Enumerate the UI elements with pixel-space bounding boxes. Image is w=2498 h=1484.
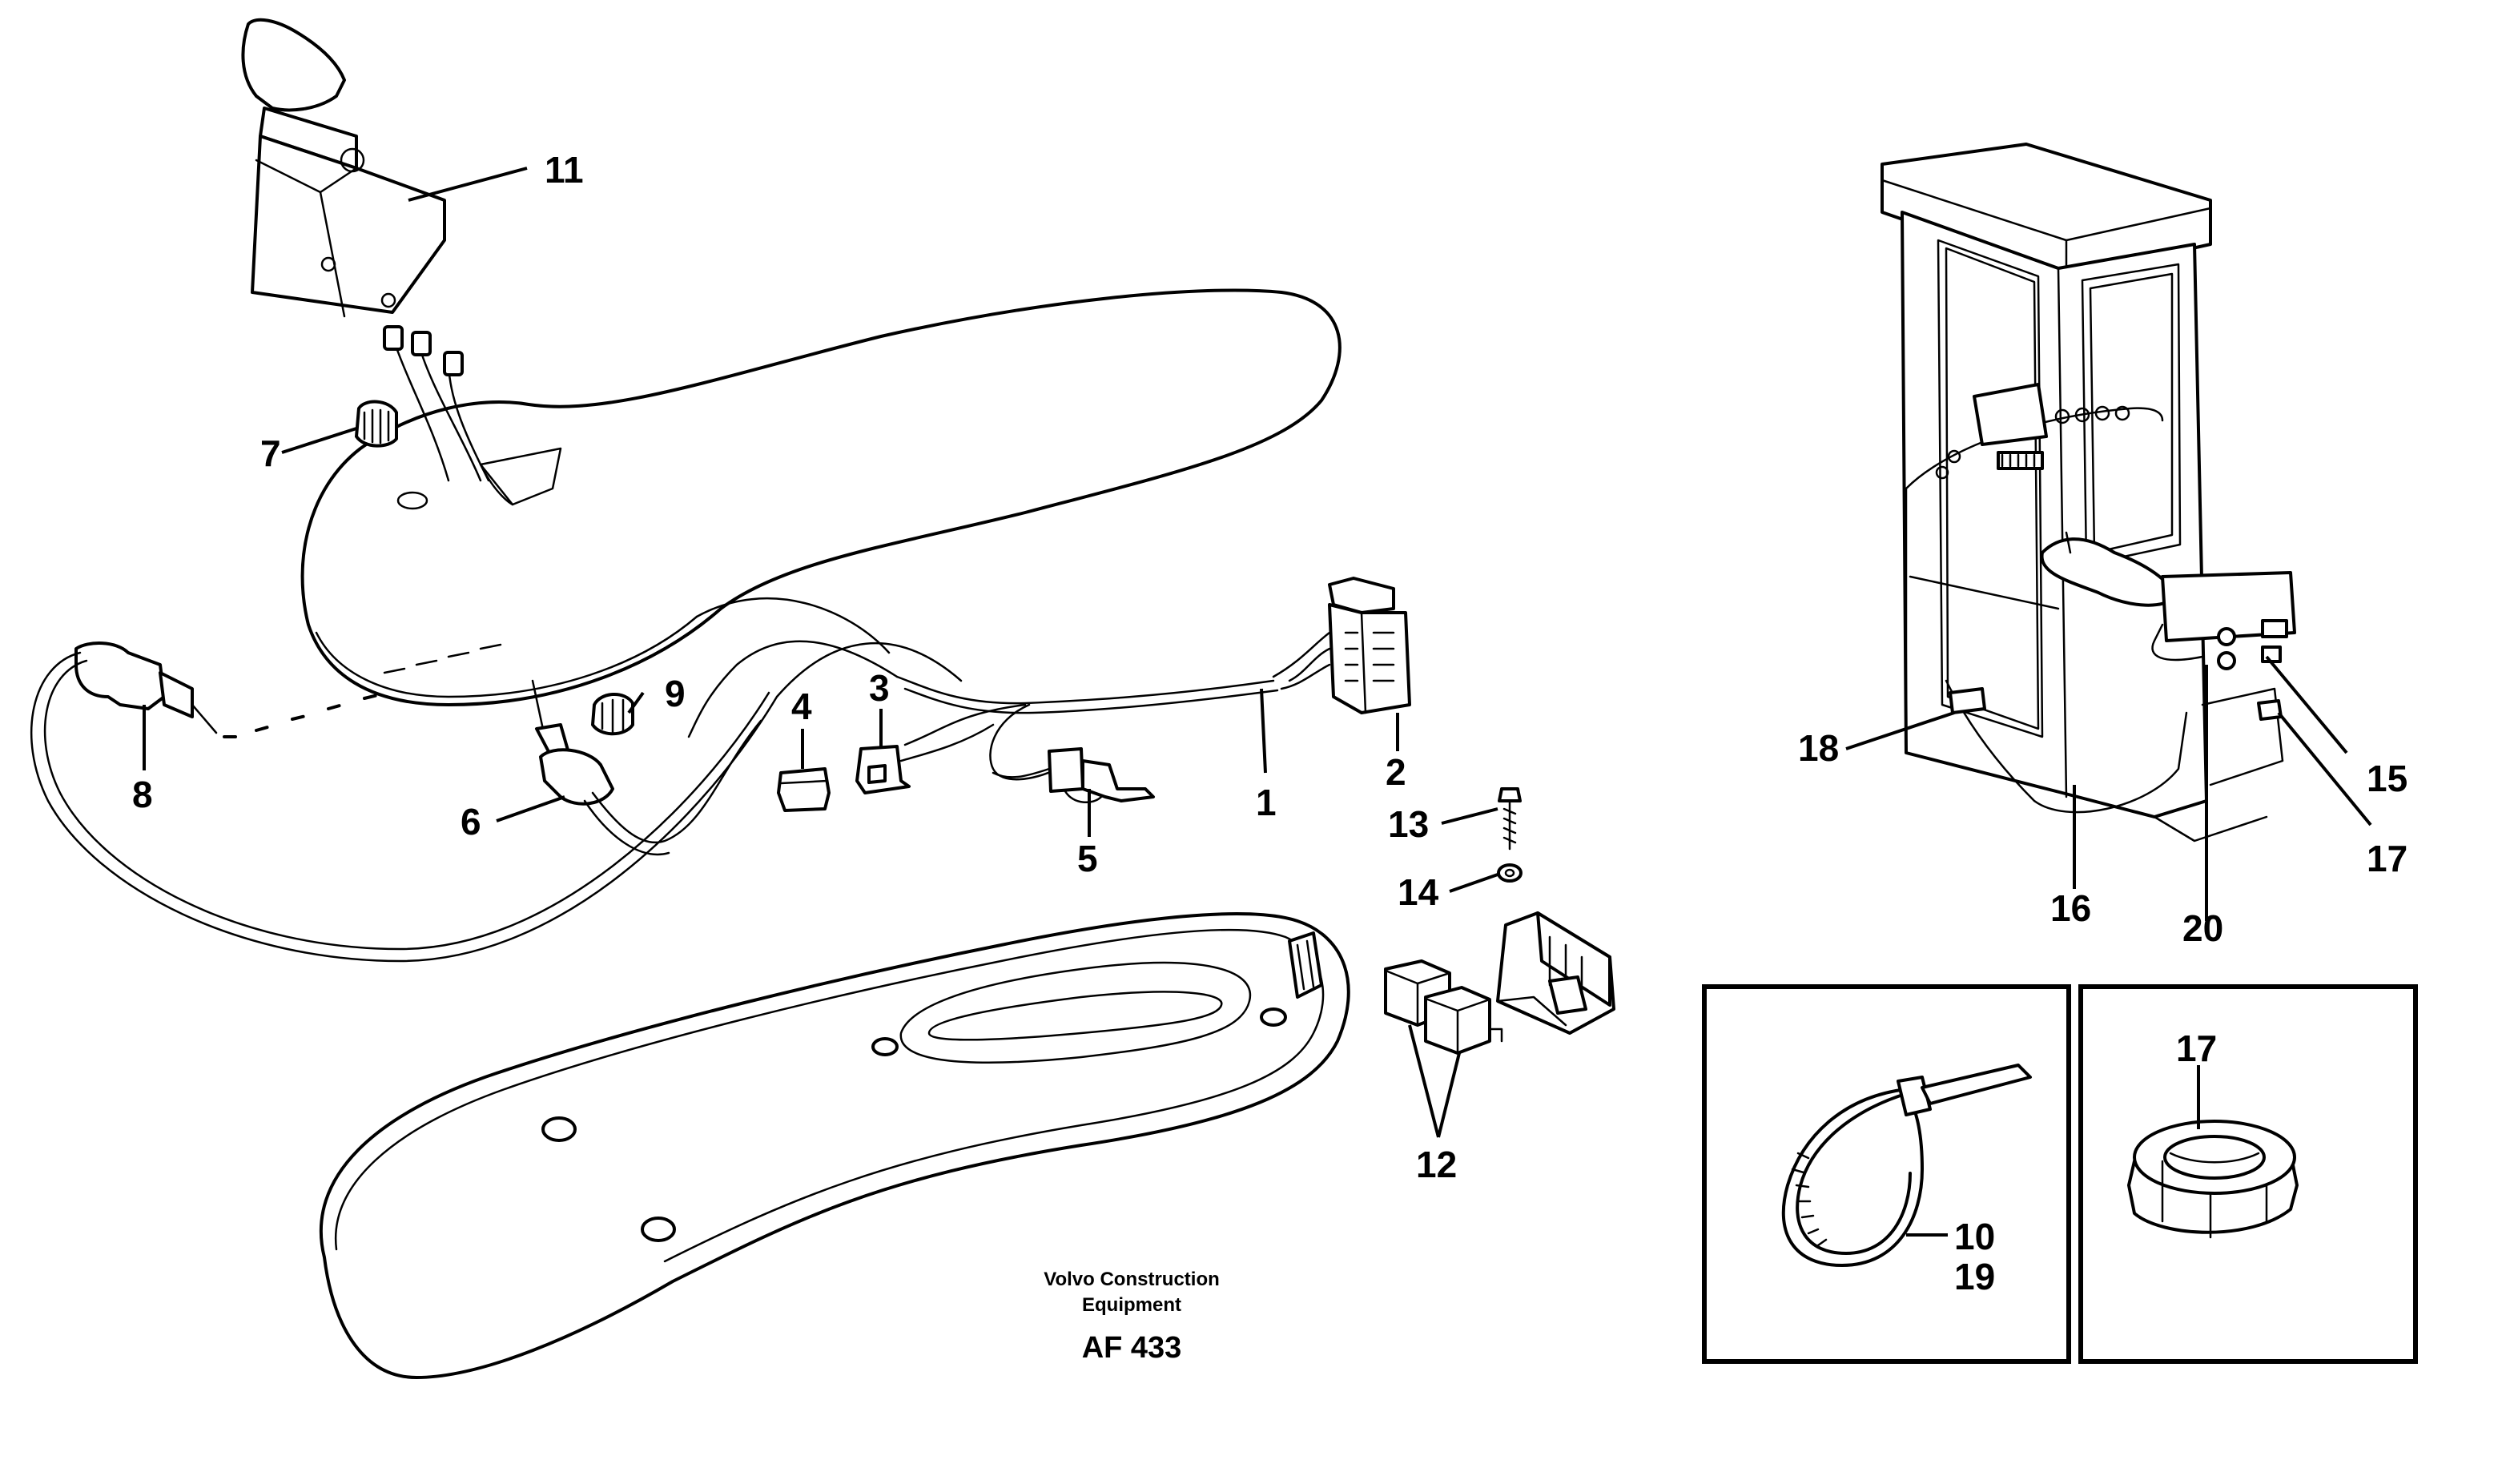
callout-20: 20 xyxy=(2182,907,2223,949)
relay-bracket-part xyxy=(1496,911,1615,1035)
knob-part-7 xyxy=(355,400,398,448)
callout-5: 5 xyxy=(1077,838,1098,879)
callout-8: 8 xyxy=(132,774,153,815)
sensor-part-5 xyxy=(992,747,1155,803)
callout-12: 12 xyxy=(1416,1144,1457,1185)
callout-6: 6 xyxy=(461,801,481,843)
diagram-code: AF 433 xyxy=(1082,1331,1182,1365)
callout-16: 16 xyxy=(2050,887,2091,929)
switch-part-8 xyxy=(30,641,963,963)
leader-lines xyxy=(143,167,2372,1138)
callout-11: 11 xyxy=(545,149,584,191)
callout-13: 13 xyxy=(1388,803,1429,845)
callout-18: 18 xyxy=(1798,727,1839,769)
connector-block-part-2 xyxy=(1272,577,1411,714)
armrest-base-part xyxy=(319,912,1350,1379)
wire-harness-part-1 xyxy=(687,640,1279,781)
screw-part-13 xyxy=(1498,787,1522,851)
knob-part-9 xyxy=(591,692,634,736)
connector-part-4 xyxy=(777,767,831,812)
callout-17-cab: 17 xyxy=(2367,838,2407,879)
callout-labels: 11 7 9 8 6 4 3 5 1 2 13 14 12 18 16 20 1… xyxy=(132,149,2407,1297)
lever-cables xyxy=(383,325,490,482)
callout-1: 1 xyxy=(1256,782,1277,823)
callout-4: 4 xyxy=(791,686,812,727)
connector-part-3 xyxy=(855,723,995,794)
callout-10: 10 xyxy=(1954,1216,1995,1257)
callout-19: 19 xyxy=(1954,1256,1995,1297)
cab-assembly-part xyxy=(1881,143,2296,843)
detail-box-nut xyxy=(2078,984,2418,1364)
credit-line-1: Volvo Construction xyxy=(1044,1269,1220,1290)
relay-part-12b xyxy=(1424,986,1503,1055)
credit-line-2: Equipment xyxy=(1082,1294,1181,1316)
callout-3: 3 xyxy=(869,667,890,709)
callout-15: 15 xyxy=(2367,758,2407,799)
callout-14: 14 xyxy=(1398,871,1439,913)
credit-block: Volvo Construction Equipment AF 433 xyxy=(1044,1269,1220,1365)
callout-7: 7 xyxy=(260,432,281,474)
callout-2: 2 xyxy=(1386,751,1406,793)
armrest-cover-part xyxy=(300,288,1342,706)
washer-part-14 xyxy=(1497,863,1523,883)
detail-box-cable-tie xyxy=(1702,984,2071,1364)
callout-9: 9 xyxy=(665,673,686,714)
lever-switch-part xyxy=(241,18,446,318)
callout-17-detail: 17 xyxy=(2176,1028,2217,1069)
switch-part-6 xyxy=(531,679,762,856)
